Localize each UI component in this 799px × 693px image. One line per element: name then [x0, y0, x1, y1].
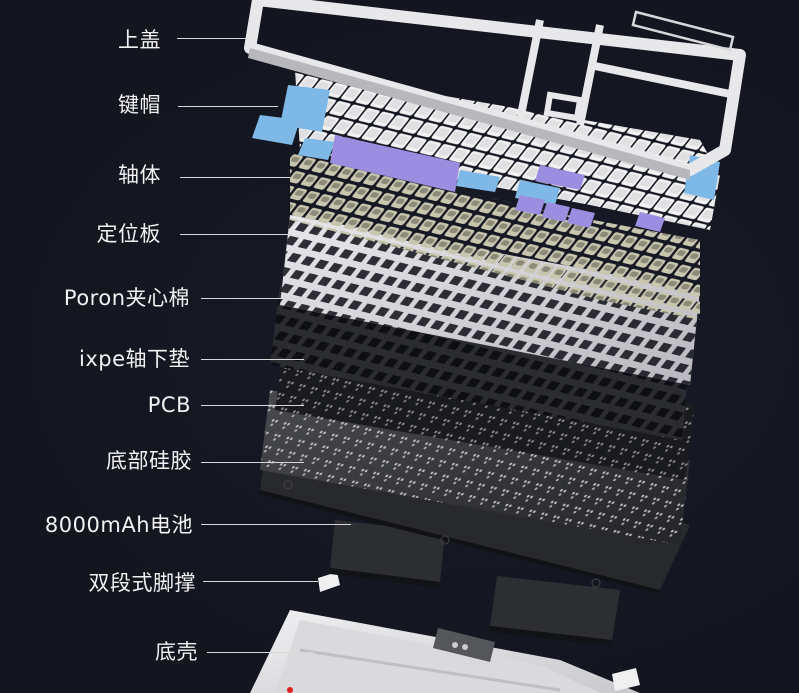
label-bottom-case: 底壳 — [155, 640, 198, 664]
leader-pcb — [201, 405, 304, 406]
label-positioning-plate: 定位板 — [96, 222, 161, 246]
keycaps-art — [252, 62, 720, 232]
label-ixpe-pad: ixpe轴下垫 — [78, 347, 190, 371]
leader-ixpe-pad — [201, 359, 304, 360]
leader-poron-foam — [201, 298, 303, 299]
pcb-art — [260, 390, 690, 545]
leader-two-stage-feet — [203, 581, 318, 582]
label-two-stage-feet: 双段式脚撑 — [88, 571, 196, 595]
leader-bottom-silicone — [201, 462, 304, 463]
label-switches: 轴体 — [118, 163, 161, 187]
label-bottom-silicone: 底部硅胶 — [106, 449, 192, 473]
label-poron-foam: Poron夹心棉 — [63, 286, 190, 310]
leader-switches — [180, 177, 290, 178]
leader-keycaps — [178, 106, 278, 107]
leader-battery — [201, 524, 351, 525]
leader-top-cover — [177, 38, 249, 39]
leader-bottom-case — [207, 652, 315, 653]
label-pcb: PCB — [147, 393, 191, 417]
label-battery: 8000mAh电池 — [44, 513, 193, 537]
leader-positioning-plate — [180, 234, 292, 235]
battery-art — [330, 520, 620, 646]
poron-foam-art — [270, 285, 690, 440]
label-keycaps: 键帽 — [118, 93, 161, 117]
label-top-cover: 上盖 — [118, 28, 161, 52]
switches-art — [290, 150, 700, 320]
plate-art — [280, 215, 700, 385]
bottom-case-art — [250, 572, 640, 693]
top-cover-art — [244, 0, 746, 180]
